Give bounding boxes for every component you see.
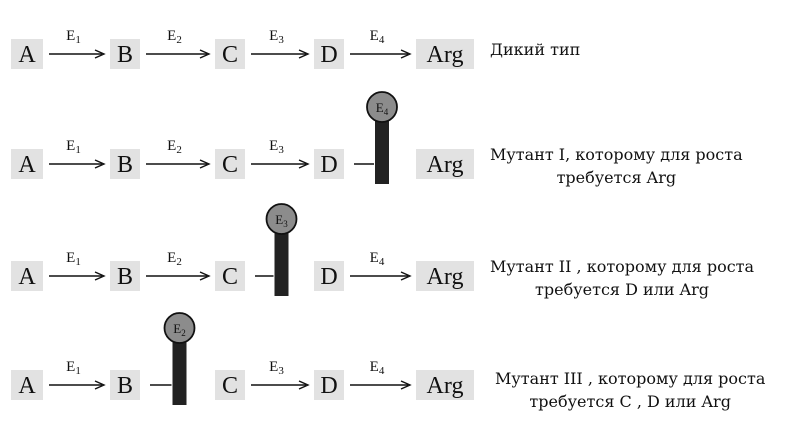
arrow-head bbox=[199, 49, 211, 59]
metabolite-label: Arg bbox=[427, 264, 464, 290]
metabolite-label: D bbox=[320, 264, 337, 290]
metabolite-box bbox=[110, 39, 140, 69]
enzyme-label: E3 bbox=[269, 28, 284, 46]
defective-enzyme-head bbox=[366, 91, 398, 123]
defective-enzyme-label: E4 bbox=[376, 100, 389, 117]
metabolite-label: A bbox=[18, 42, 36, 68]
defective-enzyme-label: E3 bbox=[275, 212, 288, 229]
enzyme-label: E2 bbox=[167, 28, 182, 46]
pathway-row: A B C D Arg E1 E2 E3 E4 bbox=[11, 28, 474, 69]
arrow-head bbox=[400, 380, 412, 390]
enzyme-label: E2 bbox=[167, 250, 182, 268]
metabolite-box bbox=[110, 149, 140, 179]
caption-line: Мутант I, которому для роста bbox=[490, 145, 743, 164]
metabolite-box bbox=[11, 370, 43, 400]
arrow-head bbox=[94, 49, 106, 59]
mutation-block-bar bbox=[274, 218, 289, 296]
caption-line: требуется Arg bbox=[556, 168, 677, 187]
metabolite-box bbox=[416, 149, 474, 179]
metabolite-label: B bbox=[117, 42, 133, 68]
arrow-head bbox=[298, 159, 310, 169]
metabolite-box bbox=[215, 39, 245, 69]
caption-line: Дикий тип bbox=[490, 40, 581, 59]
defective-enzyme-label: E2 bbox=[173, 321, 185, 338]
metabolite-box bbox=[215, 370, 245, 400]
metabolite-box bbox=[416, 39, 474, 69]
caption-line: Мутант II , которому для роста bbox=[490, 257, 755, 276]
arrow-head bbox=[298, 380, 310, 390]
defective-enzyme-head bbox=[163, 312, 196, 344]
metabolite-box bbox=[11, 39, 43, 69]
arrow-head bbox=[94, 380, 106, 390]
metabolite-label: C bbox=[222, 373, 238, 399]
metabolite-label: C bbox=[222, 264, 238, 290]
metabolite-label: A bbox=[18, 152, 36, 178]
metabolite-label: A bbox=[18, 264, 36, 290]
enzyme-label: E1 bbox=[66, 359, 81, 377]
metabolite-box bbox=[314, 261, 344, 291]
mutation-block-bar bbox=[375, 106, 389, 184]
metabolite-label: Arg bbox=[427, 152, 464, 178]
arrow-head bbox=[199, 159, 211, 169]
arrow-head bbox=[94, 271, 106, 281]
metabolite-label: C bbox=[222, 42, 238, 68]
metabolite-label: A bbox=[18, 373, 36, 399]
enzyme-label: E3 bbox=[269, 359, 284, 377]
metabolite-label: Arg bbox=[427, 42, 464, 68]
metabolite-box bbox=[11, 149, 43, 179]
arrow-head bbox=[400, 271, 412, 281]
metabolite-box bbox=[314, 370, 344, 400]
arrow-head bbox=[298, 49, 310, 59]
enzyme-label: E1 bbox=[66, 28, 81, 46]
pathway-row: A B C D Arg E1 E2 E3 E4 bbox=[11, 91, 474, 184]
caption-line: требуется D или Arg bbox=[535, 280, 710, 299]
caption-mutant-3: Мутант III , которому для роста требуетс… bbox=[495, 367, 765, 413]
metabolite-label: D bbox=[320, 373, 337, 399]
enzyme-label: E1 bbox=[66, 250, 81, 268]
metabolite-box bbox=[11, 261, 43, 291]
enzyme-label: E1 bbox=[66, 138, 81, 156]
metabolite-box bbox=[314, 39, 344, 69]
metabolite-box bbox=[215, 149, 245, 179]
metabolite-label: D bbox=[320, 152, 337, 178]
metabolite-box bbox=[110, 261, 140, 291]
metabolite-box bbox=[314, 149, 344, 179]
mutation-block-bar bbox=[172, 327, 187, 405]
metabolite-label: D bbox=[320, 42, 337, 68]
metabolite-box bbox=[215, 261, 245, 291]
caption-line: требуется C , D или Arg bbox=[529, 392, 731, 411]
metabolite-label: B bbox=[117, 264, 133, 290]
enzyme-label: E2 bbox=[167, 138, 182, 156]
caption-line: Мутант III , которому для роста bbox=[495, 369, 766, 388]
arrow-head bbox=[94, 159, 106, 169]
enzyme-label: E4 bbox=[370, 359, 385, 377]
metabolite-label: Arg bbox=[427, 373, 464, 399]
metabolite-box bbox=[416, 370, 474, 400]
enzyme-label: E4 bbox=[370, 28, 385, 46]
defective-enzyme-head bbox=[265, 203, 298, 235]
arrow-head bbox=[199, 271, 211, 281]
metabolite-label: C bbox=[222, 152, 238, 178]
caption-mutant-1: Мутант I, которому для роста требуется A… bbox=[490, 143, 743, 189]
metabolite-box bbox=[110, 370, 140, 400]
metabolite-label: B bbox=[117, 373, 133, 399]
metabolite-box bbox=[416, 261, 474, 291]
caption-mutant-2: Мутант II , которому для роста требуется… bbox=[490, 255, 754, 301]
enzyme-label: E4 bbox=[370, 250, 385, 268]
enzyme-label: E3 bbox=[269, 138, 284, 156]
arrow-head bbox=[400, 49, 412, 59]
caption-wild-type: Дикий тип bbox=[490, 38, 580, 61]
metabolite-label: B bbox=[117, 152, 133, 178]
